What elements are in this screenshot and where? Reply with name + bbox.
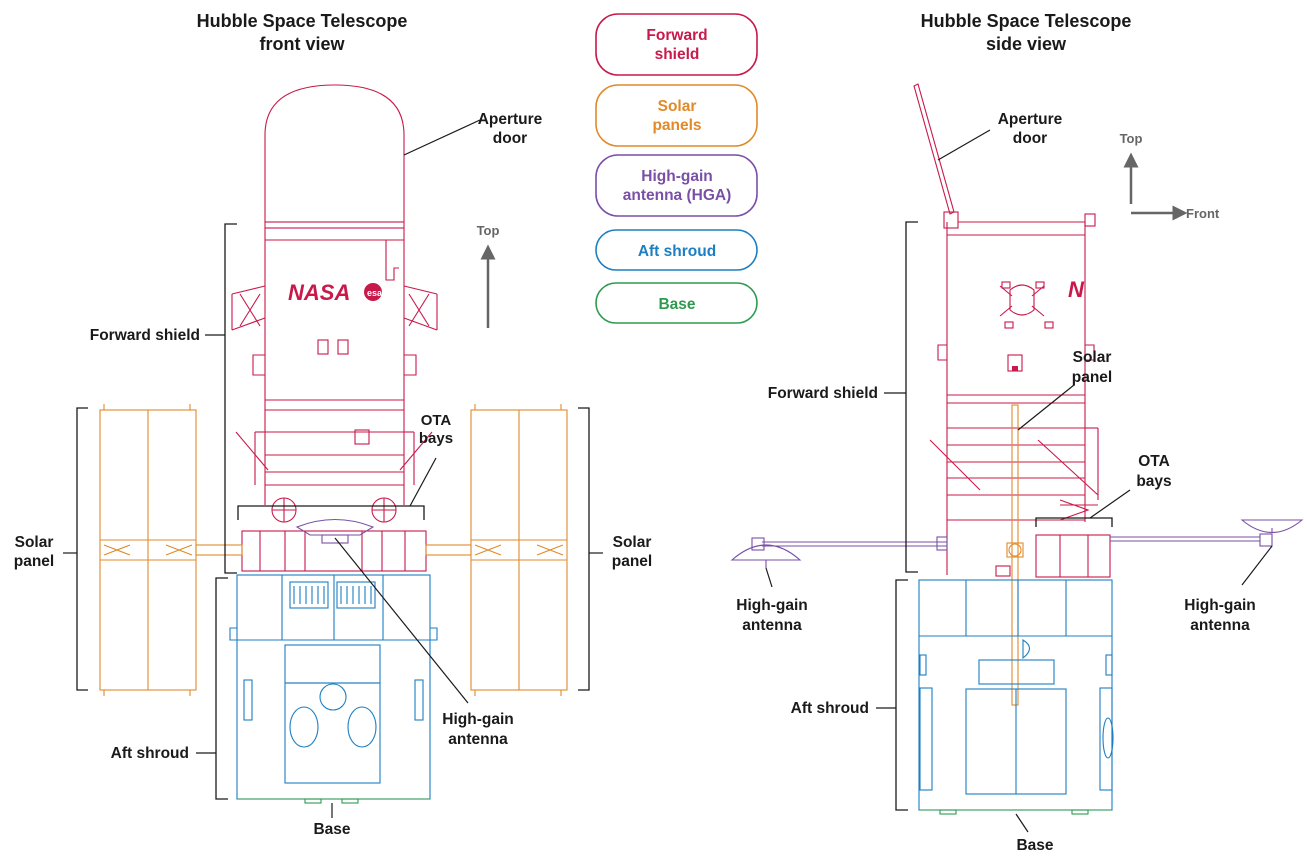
side-base-label: Base [1016,837,1053,854]
front-aperture-door-label-2: door [493,130,527,147]
side-aperture-door-label-2: door [1013,130,1047,147]
front-solar-panel-right [425,404,568,696]
side-solar-panel-label-1: Solar [1073,349,1112,366]
front-view-title-line1: Hubble Space Telescope [197,11,408,31]
front-ota-bays-shape [241,530,427,572]
front-solar-right-label-1: Solar [613,534,652,551]
front-forward-shield-bracket [224,223,237,574]
legend-hga-line1: High-gain [641,168,712,185]
front-door-hinge-band [264,221,405,229]
side-solar-panel-label-2: panel [1072,369,1112,386]
legend-hga-line2: antenna (HGA) [623,187,732,204]
side-door-hinge [943,211,959,229]
front-esa-badge [364,283,382,301]
side-view-title-line1: Hubble Space Telescope [921,11,1132,31]
front-top-arrow-label: Top [477,223,500,238]
legend-aft-label: Aft shroud [638,243,716,260]
legend-base: Base [595,282,758,324]
front-solar-right-bracket [578,407,590,691]
side-nasa-logo-partial: N [1068,277,1085,302]
front-solar-left-label-2: panel [14,553,54,570]
legend-aft-shroud: Aft shroud [595,229,758,271]
side-forward-shield-shape [929,213,1099,575]
front-hga-dish [295,519,375,536]
side-hga-left-label-2: antenna [742,617,802,634]
legend-solar-line2: panels [652,117,701,134]
front-hga-label-2: antenna [448,731,508,748]
legend-solar-line1: Solar [658,98,697,115]
side-view: N [730,83,1304,854]
front-forward-shield-label: Forward shield [90,327,200,344]
side-hga-left-label-1: High-gain [736,597,807,614]
legend-solar-panels: Solar panels [595,84,758,147]
side-ota-bracket [1035,517,1113,527]
front-forward-shield-shape [231,228,438,523]
front-ota-bays-label-1: OTA [421,412,452,429]
side-aft-shroud-label: Aft shroud [791,700,869,717]
legend-high-gain-antenna: High-gain antenna (HGA) [595,154,758,217]
front-aft-shroud-shape [229,574,438,800]
side-front-arrow-label: Front [1186,206,1220,221]
front-aft-shroud-label: Aft shroud [111,745,189,762]
legend-forward-line1: Forward [646,27,707,44]
side-forward-shield-label: Forward shield [768,385,878,402]
front-solar-panel-left [99,404,243,696]
legend-base-label: Base [658,296,695,313]
front-view: NASA esa [14,84,652,838]
front-ota-bracket [237,505,425,520]
side-hga-left [730,536,948,568]
front-esa-logo: esa [367,288,383,298]
side-aperture-door-shape [913,83,955,215]
side-ota-bays-shape [995,534,1111,578]
side-aft-shroud-bracket [895,579,908,811]
side-ota-bays-label-2: bays [1136,473,1171,490]
legend-forward-shield: Forward shield [595,13,758,76]
side-forward-shield-bracket [905,221,918,573]
side-hga-right [1110,519,1304,547]
side-ota-bays-label-1: OTA [1138,453,1170,470]
side-solar-panel-shape [1006,404,1024,706]
front-hga-mount [321,534,349,544]
front-hga-label-1: High-gain [442,711,513,728]
side-hga-right-label-2: antenna [1190,617,1250,634]
legend: Forward shield Solar panels High-gain an… [595,13,758,324]
side-hga-right-label-1: High-gain [1184,597,1255,614]
side-view-title-line2: side view [986,34,1067,54]
side-aperture-door-label-1: Aperture [998,111,1063,128]
front-ota-bays-label-2: bays [419,430,453,447]
front-solar-right-label-2: panel [612,553,652,570]
front-aperture-door-shape [264,84,405,222]
side-aft-shroud-shape [918,579,1114,811]
side-base-shape [919,809,1112,815]
front-aperture-door-label-1: Aperture [478,111,543,128]
front-solar-left-label-1: Solar [15,534,54,551]
legend-forward-line2: shield [655,46,700,63]
front-base-label: Base [313,821,350,838]
front-nasa-logo: NASA [288,280,350,305]
front-solar-left-bracket [76,407,88,691]
front-view-title-line2: front view [259,34,345,54]
front-aft-shroud-bracket [215,577,228,800]
side-top-arrow-label: Top [1120,131,1143,146]
front-base-shape [237,798,430,804]
